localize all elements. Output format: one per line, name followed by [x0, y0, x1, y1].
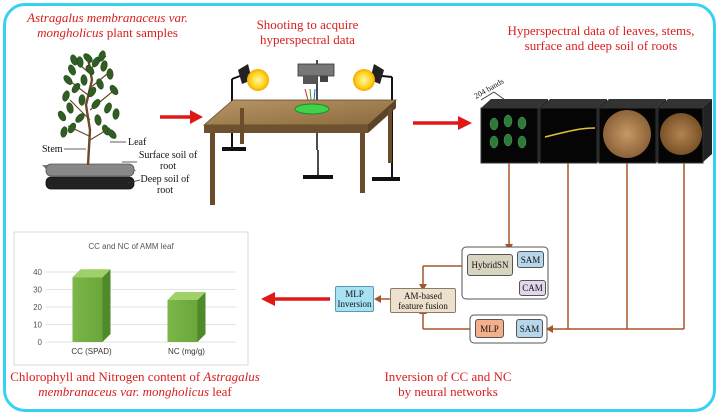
deep-soil-label: Deep soil of root: [140, 174, 190, 196]
y-tick-label: 0: [38, 338, 43, 347]
bottom-prefix: Chlorophyll and Nitrogen content of: [10, 369, 204, 384]
x-tick-label: NC (mg/g): [168, 347, 205, 356]
shooting-caption: Shooting to acquire hyperspectral data: [256, 17, 359, 47]
shooting-rig: [202, 60, 400, 205]
mlp-inversion-box: MLP Inversion: [335, 286, 374, 312]
bottom-species-name: Astragalus membranaceus var. mongholicus: [38, 369, 260, 399]
bar-side: [102, 269, 111, 342]
chart-title: CC and NC of AMM leaf: [88, 242, 174, 251]
feature-fusion-box: AM-based feature fusion: [390, 288, 456, 313]
arrow-to-chart: [261, 292, 330, 306]
bottom-caption: Chlorophyll and Nitrogen content of Astr…: [5, 369, 265, 399]
arrow-to-shooting: [160, 110, 203, 124]
network-connectors: [374, 163, 685, 333]
y-tick-label: 10: [33, 321, 42, 330]
sam-box-top: SAM: [517, 251, 544, 268]
bar-top: [167, 292, 206, 300]
leaf-label: Leaf: [128, 137, 147, 148]
hyperspectral-cubes: 204 bands: [473, 77, 712, 164]
y-tick-label: 20: [33, 303, 42, 312]
arrow-to-hyperspectral: [413, 116, 472, 130]
samples-caption: Astragalus membranaceus var. mongholicus…: [5, 10, 210, 40]
samples-suffix: plant samples: [103, 25, 178, 40]
bottom-suffix: leaf: [209, 384, 232, 399]
bar-top: [72, 269, 111, 278]
plant-illustration: [42, 50, 141, 190]
sam-box-bottom: SAM: [516, 319, 543, 338]
stem-sample: [544, 127, 596, 138]
stem-label: Stem: [42, 144, 63, 155]
bar-side: [197, 292, 206, 342]
deep-soil-sample: [660, 113, 702, 155]
hybridsn-box: HybridSN: [467, 254, 513, 276]
surface-soil-sample: [603, 110, 651, 158]
cam-box: CAM: [519, 280, 546, 296]
surface-soil-label: Surface soil of root: [138, 150, 198, 172]
inversion-caption: Inversion of CC and NC by neural network…: [384, 369, 512, 399]
x-tick-label: CC (SPAD): [71, 347, 112, 356]
chart-frame: [13, 231, 249, 366]
leaf-samples: [489, 114, 527, 149]
y-tick-label: 40: [33, 268, 42, 277]
bar: [167, 300, 198, 342]
y-tick-label: 30: [33, 286, 42, 295]
mlp-box: MLP: [475, 319, 504, 338]
hyperspectral-caption: Hyperspectral data of leaves, stems, sur…: [507, 23, 695, 53]
outer-frame: [3, 3, 716, 412]
bar-chart: CC and NC of AMM leaf 0 10 20 30 40 CC (SPAD) N…: [33, 242, 236, 356]
bar: [72, 277, 103, 342]
samples-species-name: Astragalus membranaceus var. mongholicus: [27, 10, 188, 40]
